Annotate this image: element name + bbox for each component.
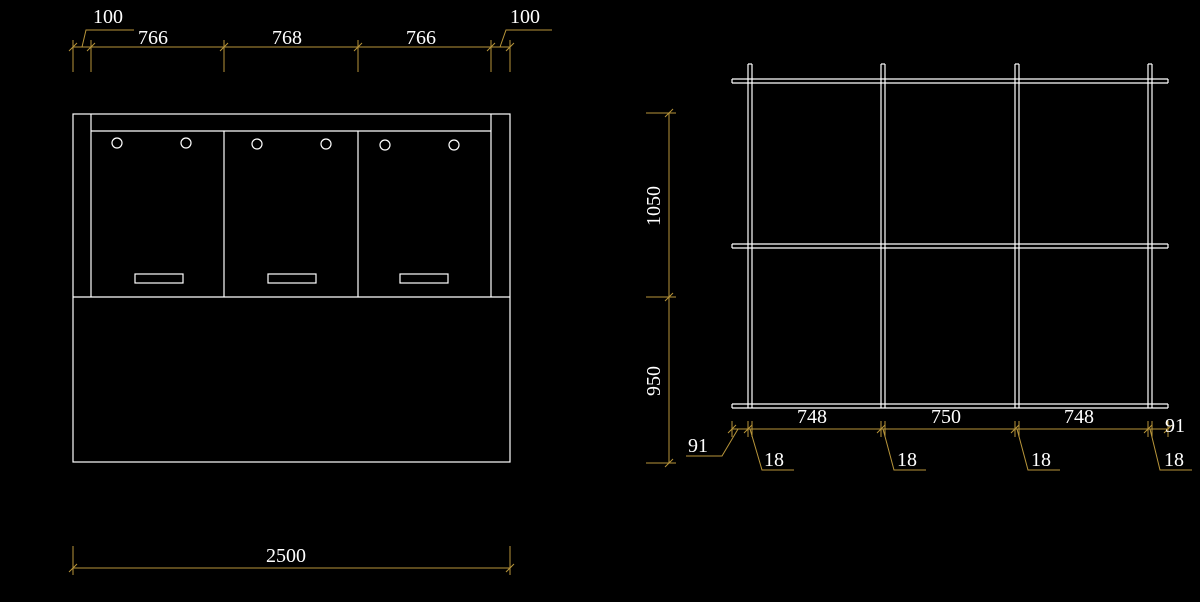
dim-post-4: 18 — [1164, 449, 1184, 471]
top-dimension-chain — [68, 29, 552, 72]
dim-bay-1: 766 — [138, 27, 168, 49]
dim-upper-height: 1050 — [643, 186, 665, 226]
door-handle — [399, 273, 449, 284]
cabinet-outline — [72, 113, 511, 463]
dim-total-width: 2500 — [266, 545, 306, 567]
frame-rails — [731, 78, 1169, 409]
door-handle — [267, 273, 317, 284]
dim-lower-height: 950 — [643, 366, 665, 396]
frame-view: 1050 950 748 — [643, 63, 1192, 471]
dim-frame-bay-1: 748 — [797, 406, 827, 428]
front-view: 100 766 768 766 100 2500 — [68, 6, 552, 575]
door-handle — [134, 273, 184, 284]
frame-posts — [747, 63, 1153, 408]
dim-edge-right: 91 — [1165, 415, 1185, 437]
door-panel-1 — [111, 137, 192, 284]
hinge-hole — [251, 138, 263, 150]
hinge-hole — [448, 139, 460, 151]
hinge-hole — [180, 137, 192, 149]
door-panel-2 — [251, 138, 332, 284]
dim-post-2: 18 — [897, 449, 917, 471]
dim-bay-3: 766 — [406, 27, 436, 49]
frame-bottom-dimension-chain — [686, 421, 1192, 471]
dim-bay-2: 768 — [272, 27, 302, 49]
door-panel-3 — [379, 139, 460, 284]
dim-frame-bay-2: 750 — [931, 406, 961, 428]
dim-post-3: 18 — [1031, 449, 1051, 471]
dim-right-margin: 100 — [510, 6, 540, 28]
dim-edge-left: 91 — [688, 435, 708, 457]
dim-post-1: 18 — [764, 449, 784, 471]
dim-frame-bay-3: 748 — [1064, 406, 1094, 428]
hinge-hole — [320, 138, 332, 150]
dim-left-margin: 100 — [93, 6, 123, 28]
bottom-dimension — [68, 546, 515, 575]
hinge-hole — [111, 137, 123, 149]
vertical-dimension-chain — [646, 108, 676, 468]
hinge-hole — [379, 139, 391, 151]
